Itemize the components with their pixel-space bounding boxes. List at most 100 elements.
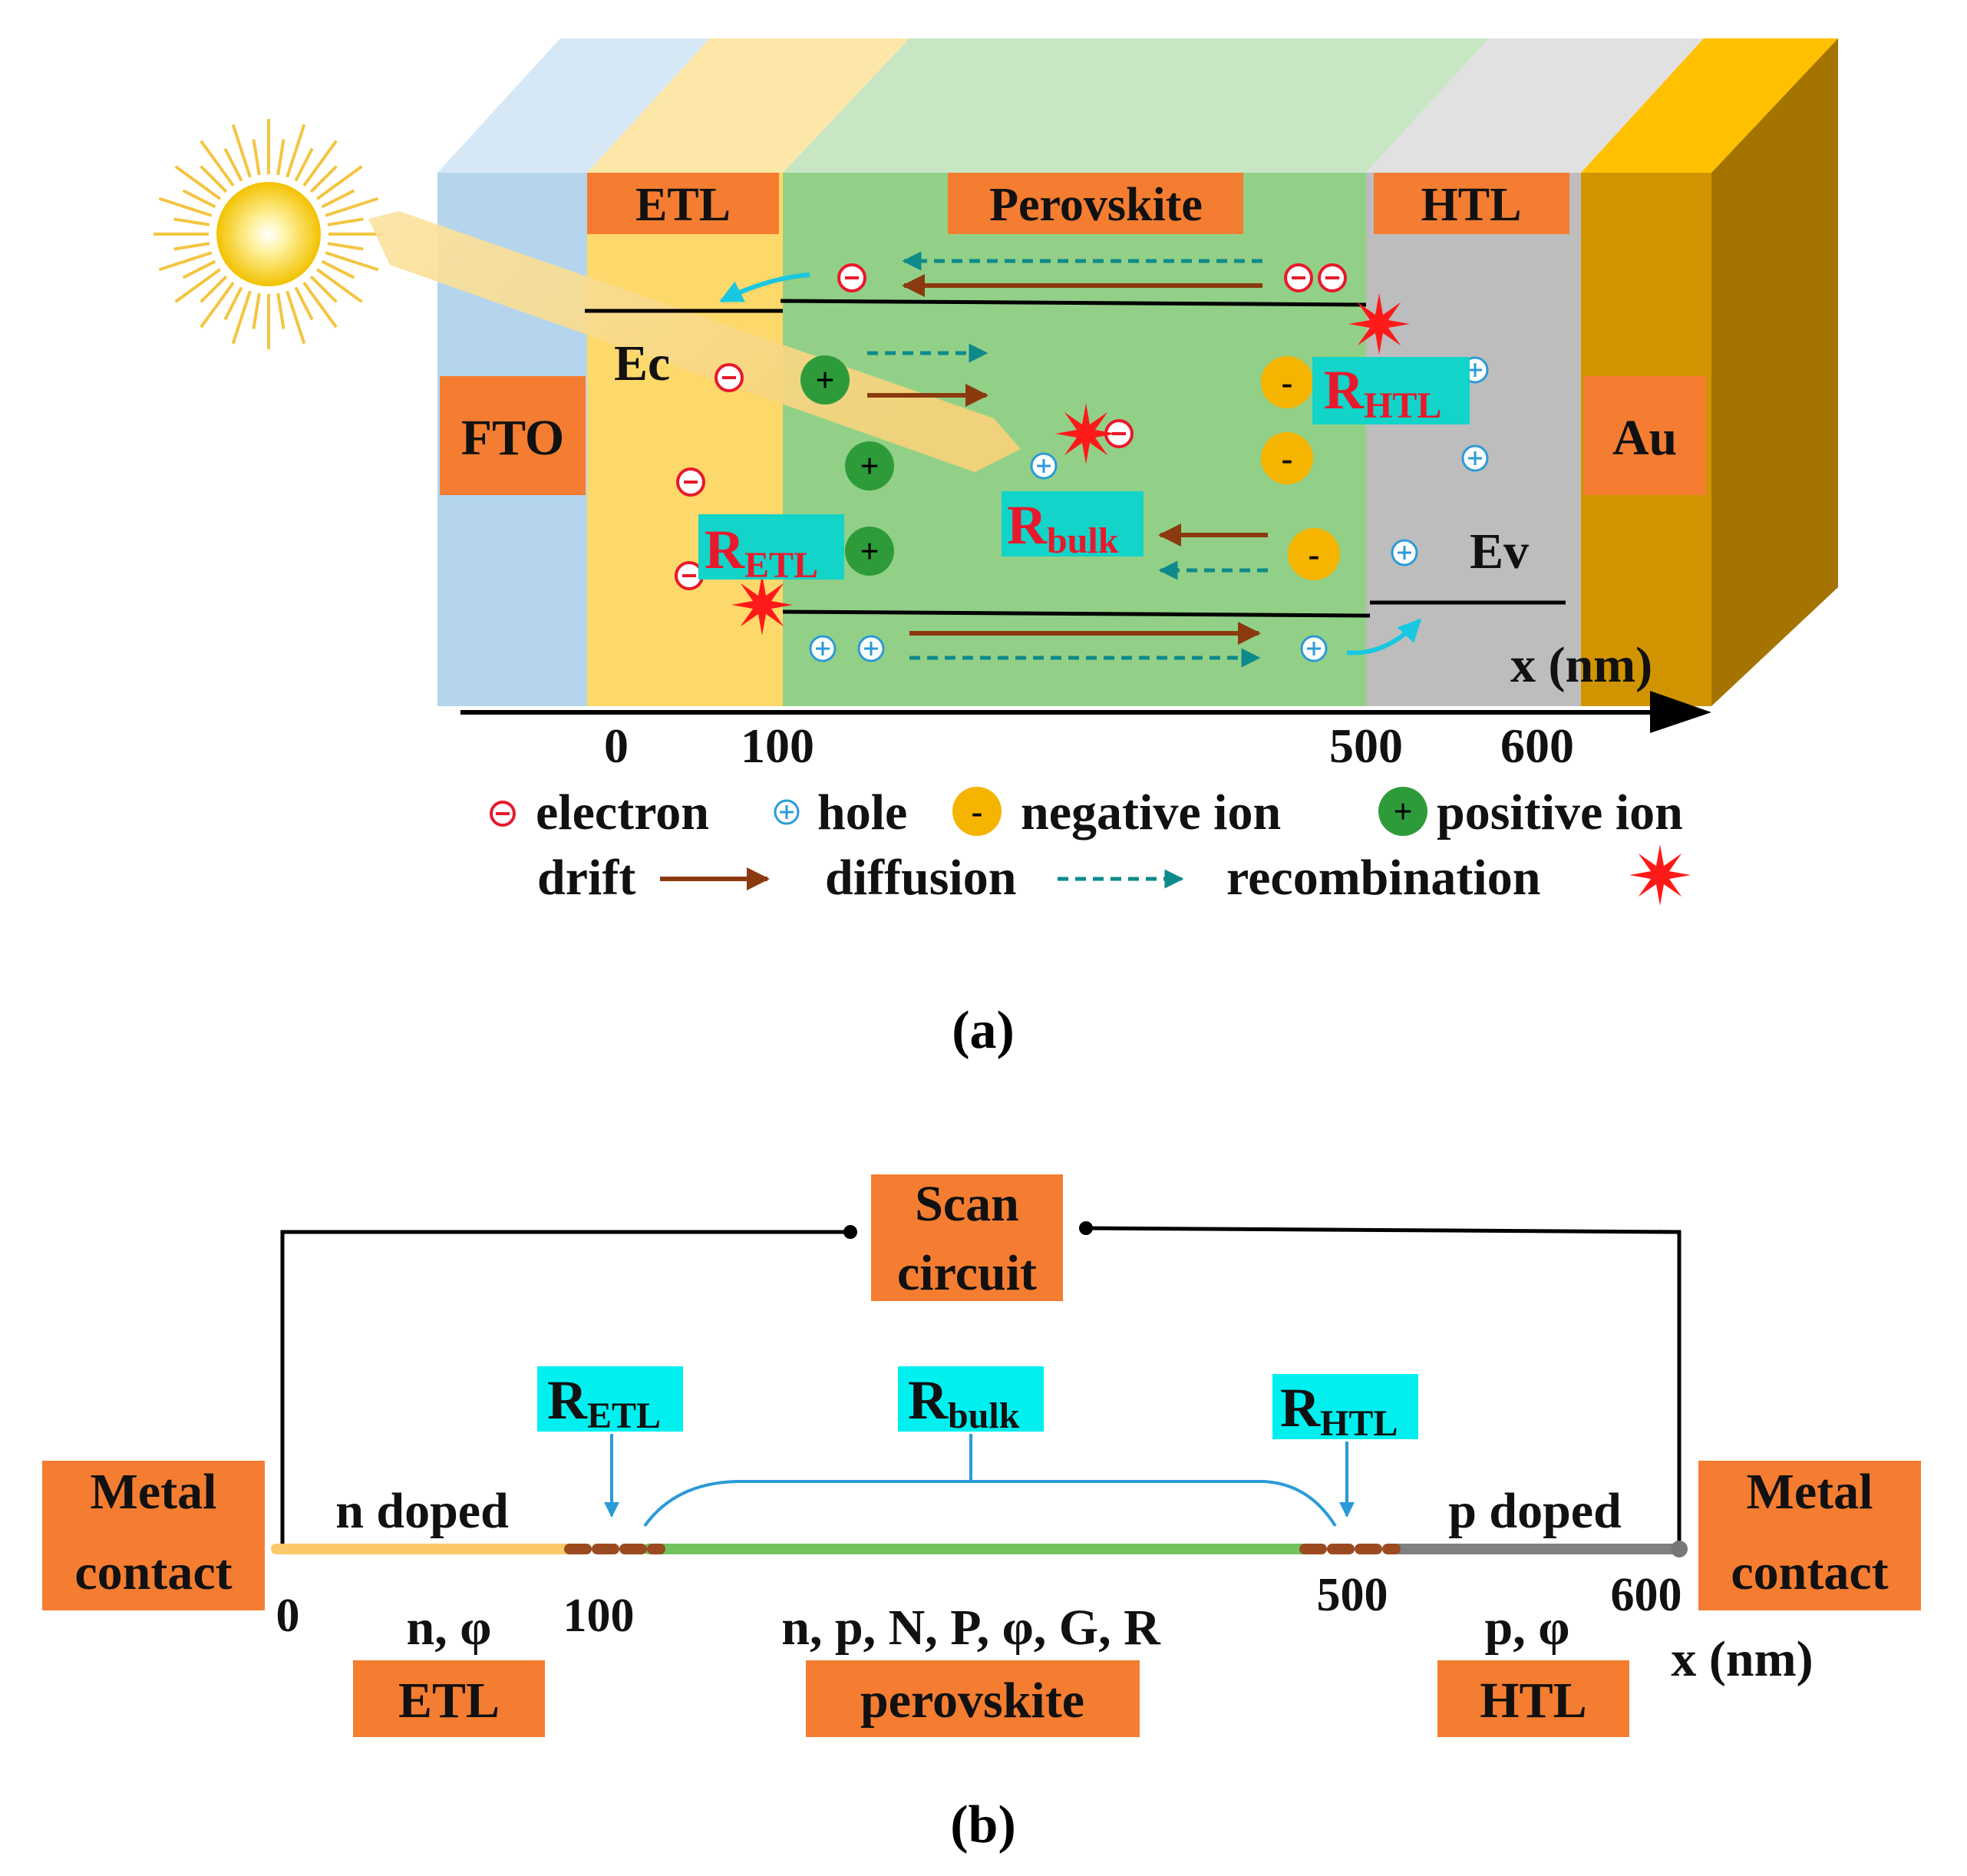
ec-perovskite-line bbox=[780, 299, 1367, 307]
svg-text:+: + bbox=[815, 362, 834, 399]
au-label-box bbox=[1583, 376, 1706, 495]
positive-ion-icon: + bbox=[845, 527, 894, 576]
recombination-star-icon bbox=[1055, 403, 1117, 464]
ions-group: + + + - - - bbox=[800, 355, 1340, 580]
svg-text:-: - bbox=[1282, 364, 1293, 401]
svg-text:-: - bbox=[1309, 536, 1320, 573]
b-perovskite-box bbox=[806, 1660, 1140, 1737]
b-tick-600: 600 bbox=[1611, 1569, 1682, 1621]
b-etl-label: ETL bbox=[398, 1673, 500, 1729]
etl-top-face bbox=[587, 38, 909, 173]
au-side-face bbox=[1711, 38, 1838, 706]
perovskite-label-box bbox=[948, 173, 1243, 234]
htl-label-box bbox=[1374, 173, 1569, 234]
n-doped-label: n doped bbox=[335, 1483, 509, 1539]
x-tick-600: 600 bbox=[1500, 718, 1574, 773]
b-r-etl-box bbox=[537, 1366, 683, 1432]
etl-label: ETL bbox=[635, 179, 731, 231]
negative-ion-icon: - bbox=[1261, 432, 1313, 484]
ec-label: Ec bbox=[614, 335, 670, 391]
x-tick-100: 100 bbox=[741, 718, 814, 773]
legend: electron hole - negative ion + positive … bbox=[490, 784, 1691, 906]
perovskite-layer bbox=[783, 173, 1366, 706]
hole-icon bbox=[1391, 539, 1418, 566]
au-label: Au bbox=[1612, 410, 1677, 466]
r-etl-box bbox=[698, 514, 844, 580]
left-metal-contact-line1: Metal bbox=[91, 1464, 217, 1520]
htl-variables: p, φ bbox=[1485, 1600, 1570, 1656]
b-r-htl-box bbox=[1272, 1374, 1418, 1439]
r-htl-box bbox=[1312, 357, 1470, 424]
circuit-wire-left bbox=[280, 1230, 850, 1547]
scan-circuit-label-line1: Scan bbox=[915, 1176, 1019, 1232]
legend-star-icon bbox=[1629, 844, 1691, 906]
right-metal-contact-line1: Metal bbox=[1747, 1464, 1873, 1520]
x-axis-arrowhead bbox=[1650, 691, 1711, 733]
electron-icon bbox=[675, 561, 704, 590]
legend-electron-label: electron bbox=[536, 784, 709, 841]
recombination-star-icon bbox=[1348, 293, 1410, 355]
b-tick-100: 100 bbox=[563, 1590, 635, 1642]
etl-layer bbox=[587, 173, 783, 706]
left-metal-contact-line2: contact bbox=[74, 1544, 232, 1600]
electron-icon bbox=[676, 467, 705, 497]
legend-hole-label: hole bbox=[817, 784, 907, 841]
r-bulk-label: Rbulk bbox=[1007, 494, 1119, 561]
x-tick-500: 500 bbox=[1329, 718, 1403, 773]
negative-ion-icon: - bbox=[1288, 528, 1340, 580]
positive-ion-icon: + bbox=[800, 355, 850, 405]
circuit-terminal-left bbox=[843, 1225, 857, 1239]
hole-icon bbox=[857, 635, 885, 662]
ev-perovskite-line bbox=[782, 609, 1371, 618]
panel-b: Scan circuit Metal contact Metal contact… bbox=[42, 1174, 1921, 1855]
electron-extraction-arrow bbox=[719, 272, 810, 303]
perovskite-top-face bbox=[783, 38, 1489, 173]
scan-circuit-label-line2: circuit bbox=[897, 1245, 1037, 1301]
au-top-face bbox=[1581, 38, 1838, 173]
b-r-bulk-box bbox=[898, 1366, 1044, 1432]
circuit-wire-right bbox=[1085, 1226, 1682, 1547]
hole-extraction-arrow bbox=[1346, 618, 1422, 656]
r-bulk-box bbox=[1002, 491, 1144, 557]
hole-icon bbox=[1030, 452, 1058, 480]
b-htl-label: HTL bbox=[1480, 1673, 1586, 1729]
positive-ion-icon: + bbox=[845, 441, 894, 490]
legend-recombination-label: recombination bbox=[1226, 850, 1540, 906]
panel-b-caption: (b) bbox=[950, 1795, 1016, 1855]
legend-electron-icon bbox=[490, 801, 516, 827]
legend-positive-ion-label: positive ion bbox=[1437, 784, 1683, 841]
htl-label: HTL bbox=[1421, 179, 1522, 231]
p-doped-label: p doped bbox=[1448, 1483, 1622, 1539]
htl-top-face bbox=[1366, 38, 1704, 173]
electron-icon bbox=[1284, 263, 1313, 292]
svg-text:+: + bbox=[860, 533, 879, 570]
fto-label-box bbox=[440, 376, 586, 495]
b-r-bulk-label: Rbulk bbox=[908, 1369, 1020, 1436]
recombination-star-icon bbox=[731, 574, 793, 636]
perovskite-label: Perovskite bbox=[989, 179, 1203, 231]
etl-variables: n, φ bbox=[407, 1600, 492, 1656]
b-r-htl-label: RHTL bbox=[1280, 1377, 1398, 1444]
fto-top-face bbox=[437, 38, 710, 173]
negative-ion-icon: - bbox=[1261, 356, 1313, 408]
legend-diffusion-label: diffusion bbox=[825, 850, 1016, 906]
fto-label: FTO bbox=[461, 410, 564, 466]
x-axis-label: x (nm) bbox=[1510, 637, 1652, 693]
sun-icon bbox=[153, 119, 384, 349]
b-x-axis-label: x (nm) bbox=[1671, 1631, 1813, 1687]
b-etl-box bbox=[353, 1660, 545, 1737]
electrons-group bbox=[675, 263, 1347, 590]
scan-circuit-box bbox=[871, 1174, 1063, 1301]
svg-text:+: + bbox=[860, 448, 879, 485]
legend-negative-ion-icon: - bbox=[952, 787, 1002, 836]
svg-text:-: - bbox=[972, 793, 983, 831]
holes-group bbox=[809, 356, 1489, 662]
x-tick-0: 0 bbox=[604, 718, 629, 773]
svg-text:+: + bbox=[1393, 793, 1412, 831]
legend-drift-label: drift bbox=[537, 850, 635, 906]
legend-negative-ion-label: negative ion bbox=[1021, 784, 1281, 841]
b-r-bulk-bracket bbox=[643, 1480, 1337, 1528]
b-htl-box bbox=[1437, 1660, 1629, 1737]
b-tick-0: 0 bbox=[276, 1590, 300, 1642]
